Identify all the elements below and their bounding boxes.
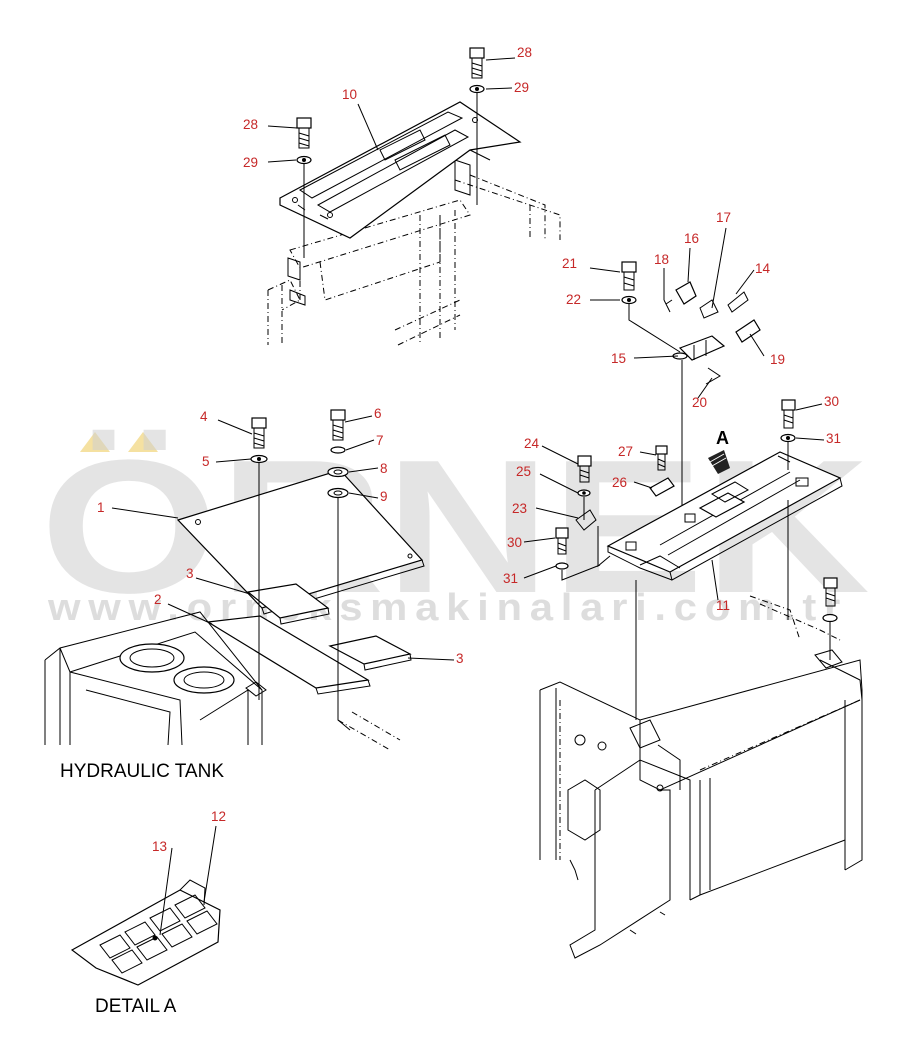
callout-28: 28 <box>517 45 532 60</box>
callout-5: 5 <box>202 454 210 469</box>
callout-19: 19 <box>770 352 785 367</box>
callout-23: 23 <box>512 501 527 516</box>
detail-a-plate <box>70 879 221 986</box>
detail-a-caption: DETAIL A <box>95 996 177 1017</box>
callout-27: 27 <box>618 444 633 459</box>
bolt-28-top-right <box>469 47 485 205</box>
callout-9: 9 <box>380 489 388 504</box>
callout-26: 26 <box>612 475 627 490</box>
callout-30: 30 <box>824 394 839 409</box>
watermark-url: www.orneksmakinalari.com.tr <box>47 587 848 629</box>
callout-14: 14 <box>755 261 771 276</box>
right-frame <box>539 595 863 959</box>
hardware-23-31 <box>555 399 838 720</box>
callout-30: 30 <box>507 535 522 550</box>
callout-17: 17 <box>716 210 731 225</box>
hardware-4-9 <box>250 409 401 751</box>
callout-2: 2 <box>154 592 162 607</box>
callout-22: 22 <box>566 292 581 307</box>
top-frame <box>267 159 561 346</box>
pads-2-3 <box>206 583 412 695</box>
callout-13: 13 <box>152 839 167 854</box>
callout-3: 3 <box>456 651 464 666</box>
callout-28: 28 <box>243 117 258 132</box>
view-a-label: A <box>716 428 729 448</box>
cover-1 <box>176 469 425 615</box>
leader-lines <box>111 57 825 936</box>
callout-4: 4 <box>200 409 208 424</box>
hydraulic-tank <box>44 611 267 746</box>
callout-7: 7 <box>376 433 384 448</box>
view-a-arrow <box>708 450 730 474</box>
callout-6: 6 <box>374 406 382 421</box>
callout-29: 29 <box>514 80 529 95</box>
callout-18: 18 <box>654 252 669 267</box>
cover-11 <box>606 451 843 581</box>
callout-24: 24 <box>524 436 540 451</box>
callout-21: 21 <box>562 256 577 271</box>
callout-3: 3 <box>186 566 194 581</box>
cover-10 <box>279 101 522 239</box>
callout-12: 12 <box>211 809 226 824</box>
callout-20: 20 <box>692 395 707 410</box>
callout-15: 15 <box>611 351 626 366</box>
callout-10: 10 <box>342 87 357 102</box>
callout-31: 31 <box>503 571 518 586</box>
bolt-28-top-left <box>296 117 312 258</box>
callout-16: 16 <box>684 231 699 246</box>
callout-31: 31 <box>826 431 841 446</box>
callout-8: 8 <box>380 461 388 476</box>
callout-11: 11 <box>716 598 730 613</box>
hydraulic-tank-caption: HYDRAULIC TANK <box>60 761 224 782</box>
watermark-accent-icon <box>80 432 158 452</box>
bracket-assembly-15 <box>621 261 761 520</box>
callout-29: 29 <box>243 155 258 170</box>
callout-25: 25 <box>516 464 531 479</box>
callout-labels: 28 29 10 28 29 17 16 18 21 14 22 15 19 2… <box>97 45 841 854</box>
callout-1: 1 <box>97 500 105 515</box>
